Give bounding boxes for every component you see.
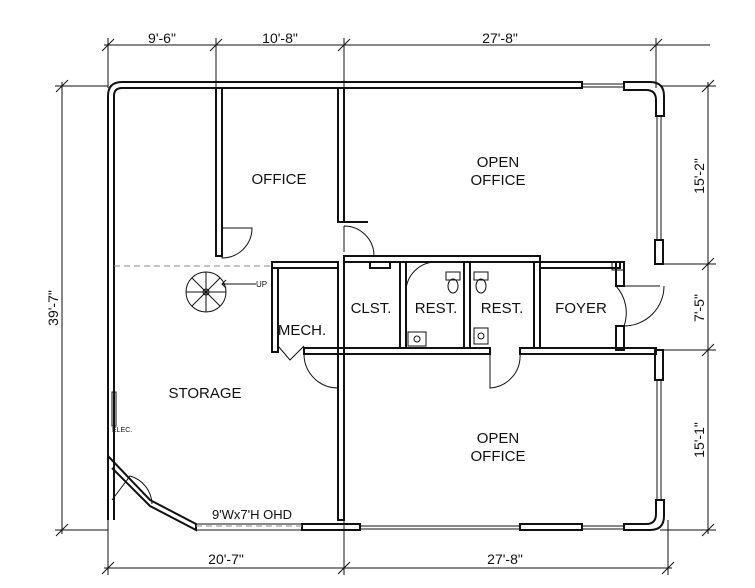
room-label-mech: MECH. — [278, 322, 326, 339]
electrical-panel-label: ELEC. — [112, 427, 132, 434]
room-label-open-office-bottom-line2: OFFICE — [471, 448, 526, 465]
annotations: UP ELEC. 9'Wx7'H OHD — [112, 280, 292, 522]
room-label-open-office-top-line1: OPEN — [477, 154, 520, 171]
room-label-open-office-top-line2: OFFICE — [471, 172, 526, 189]
dimension-bottom-2: 27'-8" — [487, 551, 523, 567]
spiral-stair — [185, 271, 256, 313]
overhead-door-label: 9'Wx7'H OHD — [212, 507, 292, 522]
dimension-top-1: 9'-6" — [148, 30, 176, 46]
doors — [111, 225, 665, 505]
room-label-foyer: FOYER — [555, 300, 607, 317]
hidden-lines — [114, 265, 302, 527]
dimension-right-2: 7'-5" — [691, 294, 707, 322]
walls — [107, 81, 665, 532]
room-label-storage: STORAGE — [168, 385, 241, 402]
room-labels: OFFICE OPEN OFFICE OPEN OFFICE STORAGE M… — [168, 154, 607, 465]
room-label-closet: CLST. — [351, 300, 392, 317]
fixtures — [111, 261, 625, 427]
dimension-labels: 9'-6" 10'-8" 27'-8" 20'-7" 27'-8" 39'-7"… — [45, 30, 707, 567]
room-label-open-office-bottom-line1: OPEN — [477, 430, 520, 447]
dimension-right-3: 15'-1" — [691, 422, 707, 458]
dimension-right-1: 15'-2" — [691, 158, 707, 194]
stair-up-label: UP — [256, 280, 267, 289]
room-label-restroom-2: REST. — [481, 300, 524, 317]
dimension-left: 39'-7" — [45, 290, 61, 326]
room-label-office: OFFICE — [252, 171, 307, 188]
dimension-bottom-1: 20'-7" — [208, 551, 244, 567]
room-label-restroom-1: REST. — [415, 300, 458, 317]
dimension-top-2: 10'-8" — [262, 30, 298, 46]
dimension-top-3: 27'-8" — [482, 30, 518, 46]
